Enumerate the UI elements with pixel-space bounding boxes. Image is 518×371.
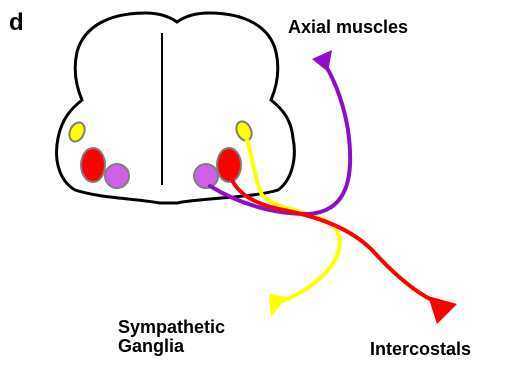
- panel-letter: d: [9, 10, 24, 36]
- axial-muscles-label: Axial muscles: [288, 18, 408, 37]
- intercostal-axon-red: [232, 180, 432, 300]
- sympathetic-arrowhead: [269, 294, 287, 317]
- sympathetic-label-line-2: Ganglia: [118, 337, 225, 356]
- sympathetic-ganglia-label: Sympathetic Ganglia: [118, 318, 225, 357]
- sympathetic-label-line-1: Sympathetic: [118, 318, 225, 337]
- left-axial-motor-pool: [105, 164, 129, 188]
- intercostals-label: Intercostals: [370, 340, 471, 359]
- right-axial-motor-pool: [194, 164, 218, 188]
- left-intercostal-motor-pool: [81, 148, 105, 182]
- right-intercostal-motor-pool: [217, 148, 241, 182]
- intercostal-arrowhead: [428, 296, 457, 324]
